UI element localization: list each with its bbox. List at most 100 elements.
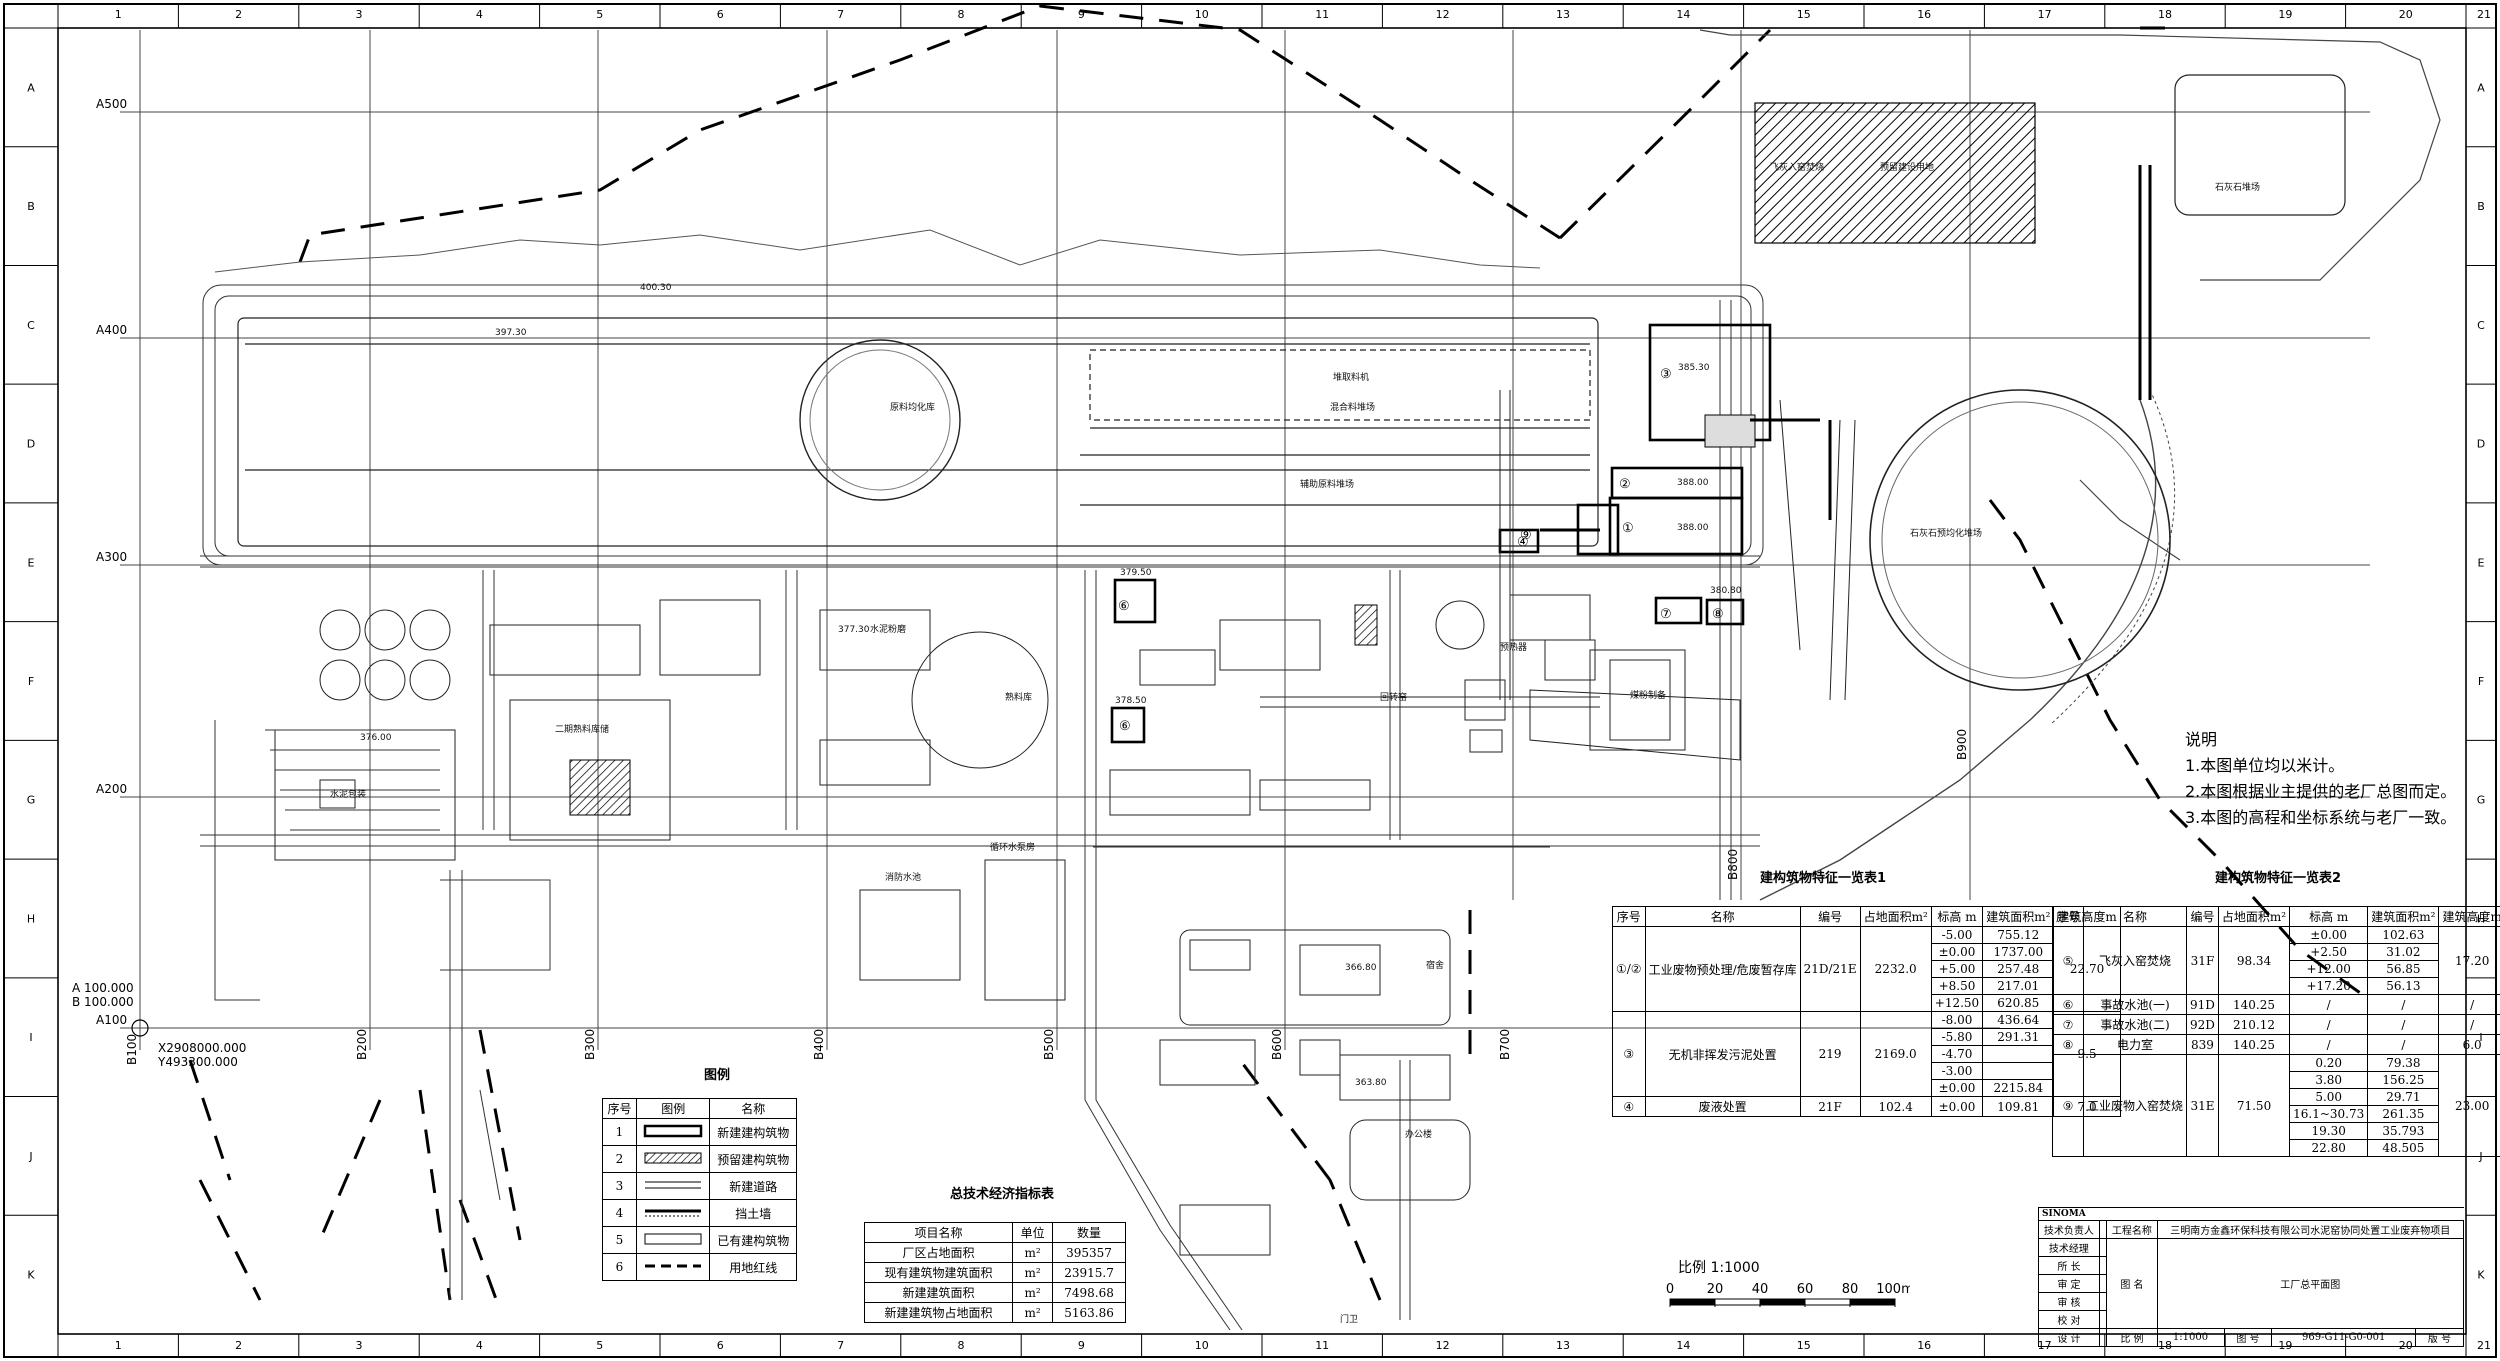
label-gate: 门卫 xyxy=(1340,1313,1358,1325)
econ-name: 厂区占地面积 xyxy=(863,1242,1014,1263)
scale-tick-label: 0 xyxy=(1666,1282,1674,1297)
t2-name: 飞灰入窑焚烧 xyxy=(2083,926,2188,995)
mark-1: ① xyxy=(1622,521,1634,536)
tb-role: 审 定 xyxy=(2038,1274,2100,1293)
grid-col-label: 17 xyxy=(2038,8,2052,21)
grid-row-label: K xyxy=(2477,1269,2485,1282)
t2-height: 6.0 xyxy=(2438,1034,2500,1055)
t1-floor xyxy=(1982,1062,2055,1080)
origin-x: X2908000.000 xyxy=(158,1041,246,1055)
label-fly-ash: 飞灰入窑焚烧 xyxy=(1770,161,1824,173)
grid-col-label: 21 xyxy=(2477,8,2491,21)
limestone-homo-inner xyxy=(1881,401,2159,679)
t2-elev: 5.00 xyxy=(2289,1088,2369,1106)
limestone-yard-ne xyxy=(2174,74,2346,216)
note-1: 1.本图单位均以米计。 xyxy=(2185,756,2345,775)
t2-no: ⑦ xyxy=(2051,1014,2085,1035)
t1-code: 219 xyxy=(1799,1011,1861,1097)
mark-6b: ⑥ xyxy=(1119,719,1131,734)
t2-elev: 16.1~30.73 xyxy=(2289,1105,2369,1123)
tb-drawing-no-label: 图 号 xyxy=(2223,1328,2273,1347)
scale-tick-label: 40 xyxy=(1752,1282,1769,1297)
grid-row-label: F xyxy=(28,675,34,688)
t1-elev: +8.50 xyxy=(1930,977,1984,995)
t2-code: 839 xyxy=(2186,1034,2219,1055)
tb-scale: 1:1000 xyxy=(2156,1328,2225,1347)
grid-col-label: 15 xyxy=(1797,1339,1811,1352)
second-clinker-reserve xyxy=(569,759,631,816)
t1-floor: 217.01 xyxy=(1982,977,2055,995)
title-block-row: SINOMA xyxy=(2038,1207,2464,1221)
grid-col-label: 4 xyxy=(476,1339,483,1352)
table1-header: 序号 名称 编号 占地面积m² 标高 m 建筑面积m² 建筑高度m xyxy=(1612,906,2121,927)
title-block-row: 校 对 xyxy=(2038,1310,2464,1329)
scale-segment xyxy=(1669,1298,1716,1306)
mark-3: ③ xyxy=(1660,367,1672,382)
t2-elev: +12.00 xyxy=(2289,960,2369,978)
tb-drawing-no: 969-G11-G0-001 xyxy=(2271,1328,2416,1347)
legend-title: 图例 xyxy=(704,1068,731,1083)
econ-h-name: 项目名称 xyxy=(863,1222,1014,1243)
elev-379: 379.50 xyxy=(1120,568,1152,578)
econ-qty: 5163.86 xyxy=(1052,1302,1126,1323)
grid-col-label: 20 xyxy=(2399,8,2413,21)
limestone-homo-yard xyxy=(1869,389,2171,691)
econ-name: 新建建筑面积 xyxy=(863,1282,1014,1303)
existing-buildings xyxy=(274,599,1471,1256)
grid-col-label: 1 xyxy=(115,1339,122,1352)
coord-b900: B900 xyxy=(1955,729,1969,760)
legend-name: 已有建构筑物 xyxy=(709,1226,797,1254)
grid-row-label: E xyxy=(2478,556,2485,569)
t1-elev: ±0.00 xyxy=(1930,1079,1984,1097)
t2-code: 92D xyxy=(2186,1014,2219,1035)
label-aux-yard: 辅助原料堆场 xyxy=(1300,478,1354,490)
legend-no: 4 xyxy=(602,1199,637,1227)
coord-a100: A100 xyxy=(96,1013,127,1027)
kiln-complex xyxy=(1260,390,1856,761)
west-terraces xyxy=(214,720,551,1201)
label-circ-pool: 循环水泵房 xyxy=(990,841,1035,853)
tb-role: 所 长 xyxy=(2038,1256,2100,1275)
slope-hatch xyxy=(2049,389,2175,726)
legend-name: 用地红线 xyxy=(709,1253,797,1281)
tb-project: 三明南方金鑫环保科技有限公司水泥窑协同处置工业废弃物项目 xyxy=(2156,1220,2465,1239)
t1-name: 废液处置 xyxy=(1644,1096,1801,1117)
scale-segment xyxy=(1759,1298,1806,1306)
grid-row-label: H xyxy=(27,912,35,925)
grid-col-label: 13 xyxy=(1556,1339,1570,1352)
t2-name: 工业废物入窑焚烧 xyxy=(2083,1054,2188,1157)
coord-b800: B800 xyxy=(1726,849,1740,880)
mark-4: ④ xyxy=(1517,535,1529,550)
raw-homogenization-inner xyxy=(809,349,951,491)
note-3: 3.本图的高程和坐标系统与老厂一致。 xyxy=(2185,808,2457,827)
t1-elev: -5.80 xyxy=(1930,1028,1984,1046)
coord-a400: A400 xyxy=(96,323,127,337)
scale-tick-label: 80 xyxy=(1842,1282,1859,1297)
t2-area: 140.25 xyxy=(2217,994,2291,1015)
tb-role: 技术经理 xyxy=(2038,1238,2100,1257)
t2-no: ⑧ xyxy=(2051,1034,2085,1055)
t2-area: 140.25 xyxy=(2217,1034,2291,1055)
label-clinker: 熟料库 xyxy=(1005,691,1032,703)
grid-row-label: I xyxy=(29,1031,32,1044)
t2-height: / xyxy=(2438,1014,2500,1035)
elev-376: 376.00 xyxy=(360,733,392,743)
tb-role: 校 对 xyxy=(2038,1310,2100,1329)
origin-marker xyxy=(131,1019,149,1037)
t1-h-code: 编号 xyxy=(1799,906,1861,927)
t2-no: ⑨ xyxy=(2051,1054,2085,1157)
label-coal: 煤粉制备 xyxy=(1630,689,1666,701)
grid-row-label: G xyxy=(27,794,36,807)
origin-b: B 100.000 xyxy=(72,995,134,1009)
elev-388b: 388.00 xyxy=(1677,523,1709,533)
